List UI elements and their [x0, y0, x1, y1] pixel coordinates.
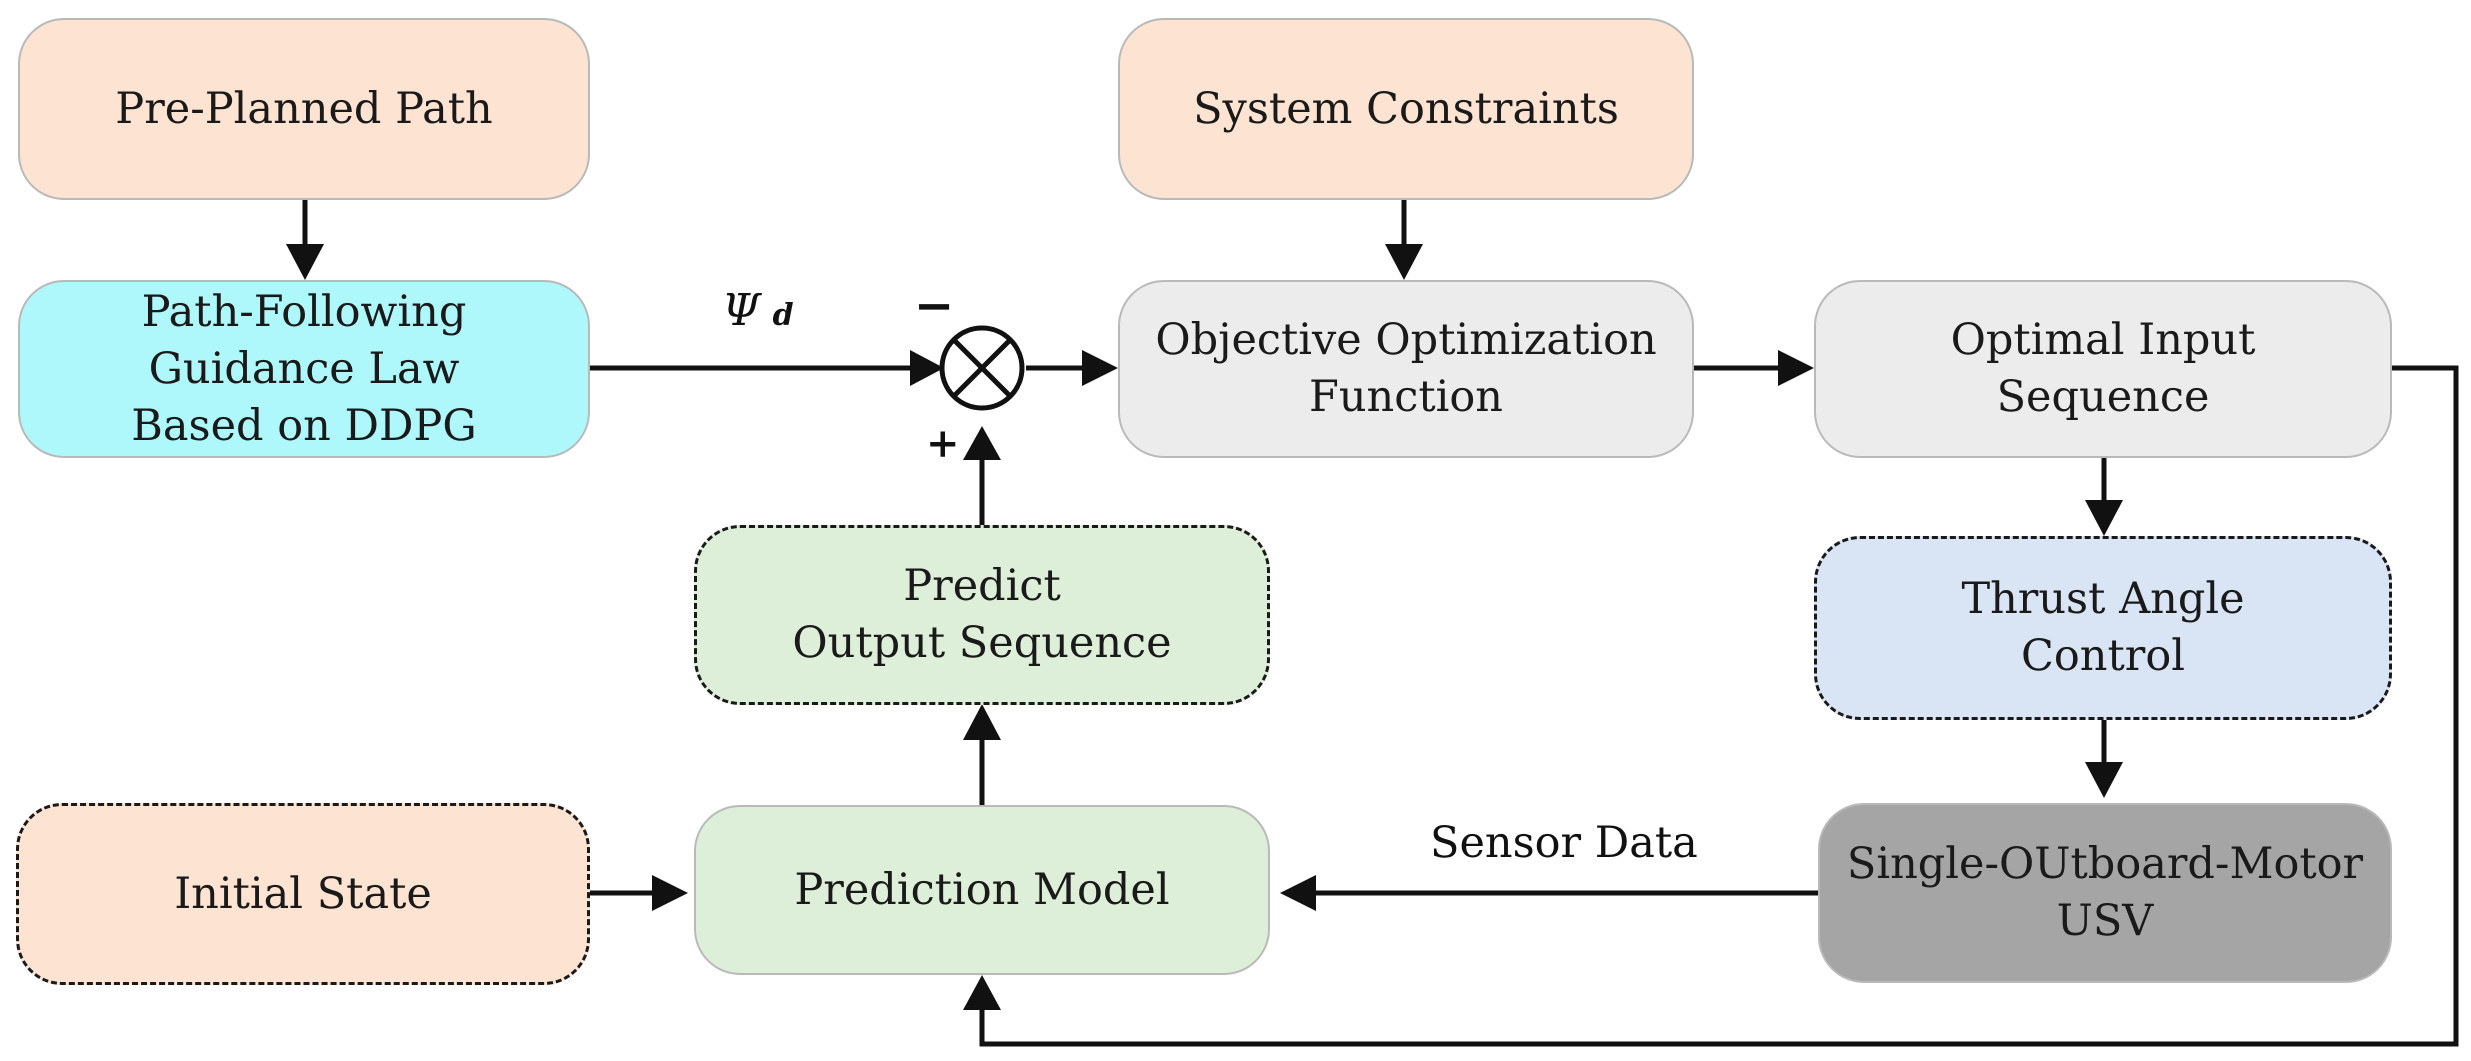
summing-junction: [939, 325, 1025, 411]
arrowhead-objective-in: [1082, 350, 1118, 386]
usv-node: Single-OUtboard-Motor USV: [1818, 803, 2392, 983]
objective-function-label: Objective Optimization Function: [1155, 315, 1657, 422]
arrowheads: [286, 244, 2123, 1010]
system-constraints-label: System Constraints: [1193, 83, 1619, 134]
plus-sign: +: [926, 420, 960, 467]
thrust-angle-node: Thrust Angle Control: [1814, 536, 2392, 720]
connector-lines: [302, 200, 2459, 1047]
prediction-model-label: Prediction Model: [794, 864, 1170, 915]
predict-output-label: Predict Output Sequence: [792, 561, 1172, 668]
arrowhead-sum-in: [910, 350, 944, 386]
arrowhead-predict-in: [963, 704, 1001, 740]
minus-sign: −: [914, 278, 955, 334]
initial-state-label: Initial State: [174, 868, 432, 919]
arrowhead-prediction-right: [1280, 875, 1316, 911]
optimal-input-node: Optimal Input Sequence: [1814, 280, 2392, 458]
initial-state-node: Initial State: [16, 803, 590, 985]
psi-symbol: Ψ: [722, 285, 761, 336]
arrowhead-thrust-in: [2085, 500, 2123, 536]
arrowhead-usv-in: [2085, 762, 2123, 798]
arrowhead-guidance-in: [286, 244, 324, 280]
optimal-input-label: Optimal Input Sequence: [1950, 315, 2256, 422]
sensor-data-label: Sensor Data: [1430, 818, 1698, 868]
pre-planned-path-node: Pre-Planned Path: [18, 18, 590, 200]
system-constraints-node: System Constraints: [1118, 18, 1694, 200]
arrowhead-feedback-in: [963, 975, 1001, 1010]
arrowhead-objective-top: [1385, 244, 1423, 280]
arrow-feedback-loop: [979, 365, 2459, 1047]
arrowhead-prediction-left: [652, 875, 688, 911]
arrowhead-sum-bottom: [963, 426, 1001, 460]
arrowhead-optimal-in: [1778, 350, 1814, 386]
predict-output-node: Predict Output Sequence: [694, 525, 1270, 705]
objective-function-node: Objective Optimization Function: [1118, 280, 1694, 458]
usv-label: Single-OUtboard-Motor USV: [1846, 839, 2364, 946]
pre-planned-path-label: Pre-Planned Path: [115, 83, 493, 134]
prediction-model-node: Prediction Model: [694, 805, 1270, 975]
thrust-angle-label: Thrust Angle Control: [1961, 574, 2245, 681]
guidance-law-node: Path-Following Guidance Law Based on DDP…: [18, 280, 590, 458]
psi-subscript: d: [772, 298, 794, 333]
guidance-law-label: Path-Following Guidance Law Based on DDP…: [131, 286, 477, 451]
